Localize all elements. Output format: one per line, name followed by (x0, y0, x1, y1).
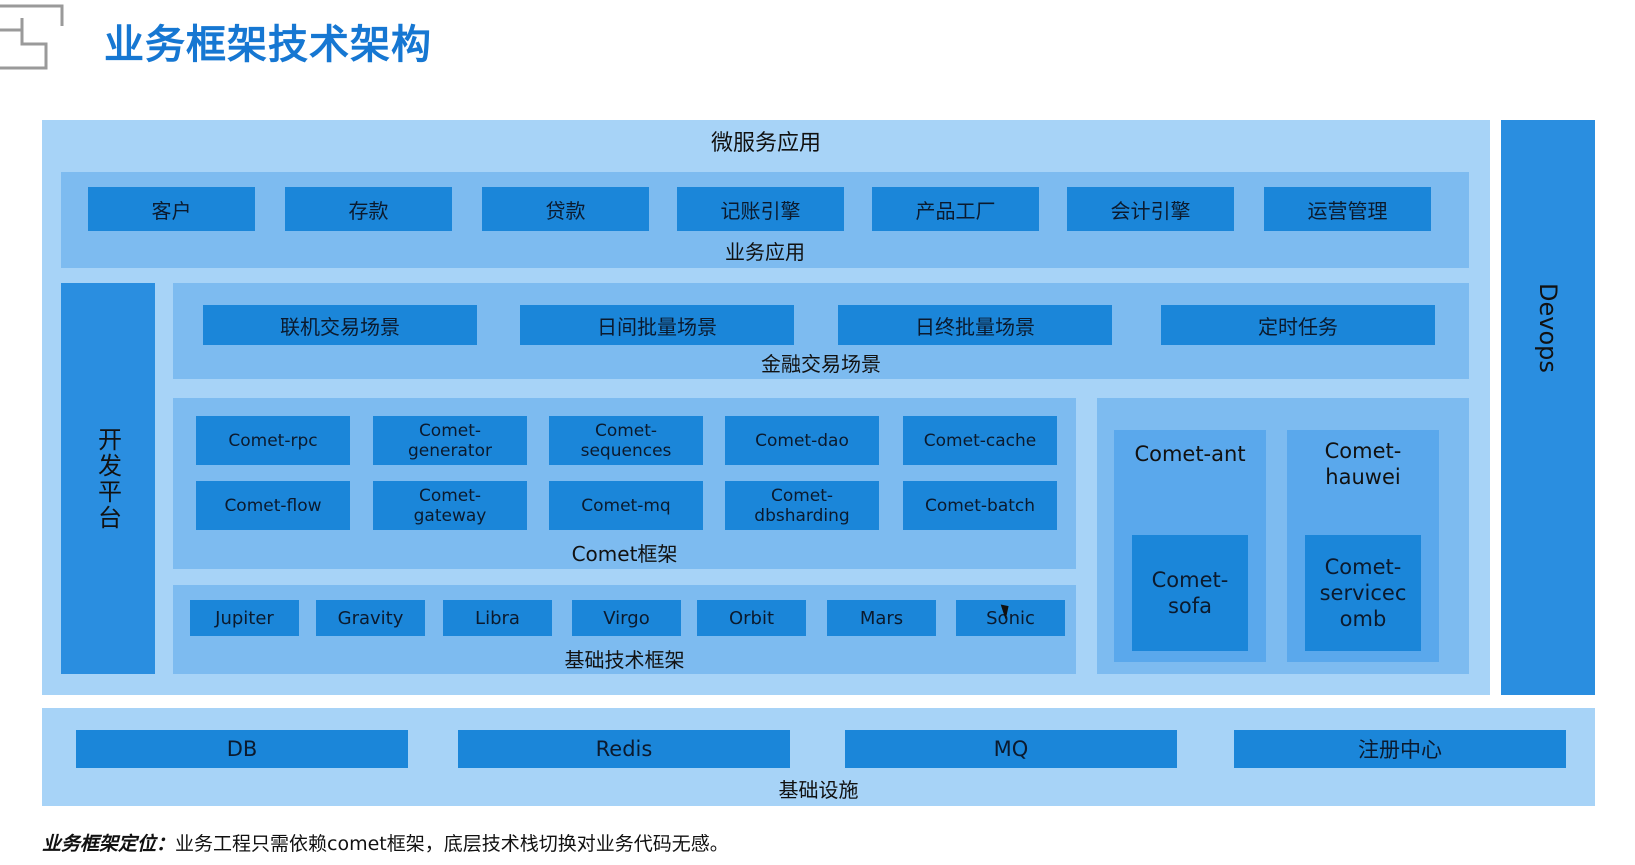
framework-note: 业务框架定位：业务工程只需依赖comet框架，底层技术栈切换对业务代码无感。 (42, 829, 729, 856)
comet-box: Comet-flow (196, 481, 350, 530)
financial-label: 金融交易场景 (761, 351, 881, 376)
comet-sofa-box: Comet- sofa (1132, 535, 1248, 651)
devops-label: Devops (1534, 282, 1562, 373)
comet-label: Comet框架 (571, 541, 678, 566)
comet-box: Comet-batch (903, 481, 1057, 530)
biz-box: 运营管理 (1264, 187, 1431, 231)
comet-box: Comet- dbsharding (725, 481, 879, 530)
biz-box: 存款 (285, 187, 452, 231)
tech-box: Libra (443, 600, 552, 636)
microservice-label: 微服务应用 (710, 131, 821, 156)
comet-servicecomb-box: Comet- servicec omb (1305, 535, 1421, 651)
infra-box: MQ (845, 730, 1177, 768)
comet-box: Comet-mq (549, 481, 703, 530)
fin-box: 日终批量场景 (838, 305, 1112, 345)
tech-box: Mars (827, 600, 936, 636)
note-prefix: 业务框架定位： (42, 833, 176, 855)
infra-box: DB (76, 730, 408, 768)
comet-huawei-label: Comet- hauwei (1324, 439, 1402, 489)
dev-platform-label: 开发平台 (93, 426, 122, 531)
basic-tech-label: 基础技术框架 (564, 647, 685, 672)
comet-box: Comet-rpc (196, 416, 350, 465)
tech-box: Virgo (572, 600, 681, 636)
dev-platform-box: 开发平台 (61, 283, 155, 674)
biz-box: 产品工厂 (872, 187, 1039, 231)
comet-box: Comet- generator (373, 416, 527, 465)
infra-label: 基础设施 (778, 777, 859, 802)
corner-logo-icon (0, 4, 64, 70)
biz-box: 贷款 (482, 187, 649, 231)
business-app-label: 业务应用 (725, 239, 805, 264)
tech-box: Gravity (316, 600, 425, 636)
biz-box: 会计引擎 (1067, 187, 1234, 231)
tech-box: Sonic (956, 600, 1065, 636)
comet-box: Comet-cache (903, 416, 1057, 465)
biz-box: 客户 (88, 187, 255, 231)
devops-box: Devops (1501, 120, 1595, 695)
comet-box: Comet- sequences (549, 416, 703, 465)
comet-ant-label: Comet-ant (1134, 442, 1246, 466)
tech-box: Jupiter (190, 600, 299, 636)
comet-box: Comet- gateway (373, 481, 527, 530)
comet-box: Comet-dao (725, 416, 879, 465)
tech-box: Orbit (697, 600, 806, 636)
fin-box: 定时任务 (1161, 305, 1435, 345)
biz-box: 记账引擎 (677, 187, 844, 231)
fin-box: 日间批量场景 (520, 305, 794, 345)
fin-box: 联机交易场景 (203, 305, 477, 345)
slide-title: 业务框架技术架构 (104, 22, 432, 68)
note-text: 业务工程只需依赖comet框架，底层技术栈切换对业务代码无感。 (175, 833, 729, 855)
infra-box: Redis (458, 730, 790, 768)
infra-box: 注册中心 (1234, 730, 1566, 768)
